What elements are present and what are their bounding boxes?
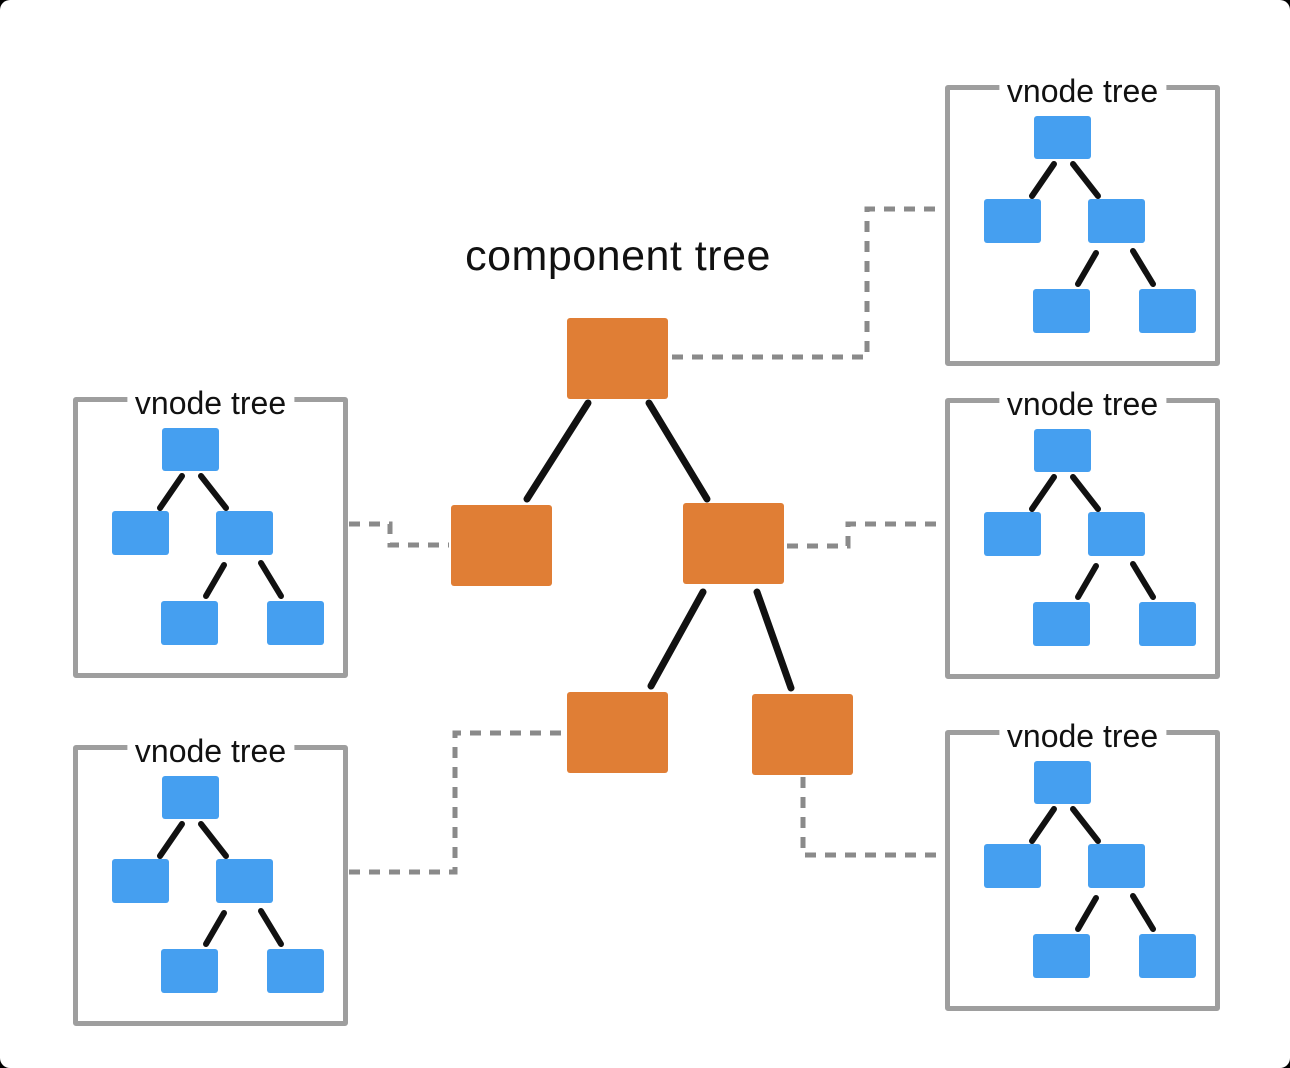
- component-node-grandchild-right: [752, 694, 853, 775]
- vnode-edge: [203, 562, 227, 599]
- component-node-right-child: [683, 503, 784, 584]
- vnode-panel-label: vnode tree: [126, 734, 295, 768]
- vnode-node-right: [1088, 512, 1145, 556]
- vnode-tree-graphic: [112, 428, 324, 645]
- component-tree-title: component tree: [465, 232, 771, 280]
- vnode-edge: [258, 560, 284, 599]
- vnode-node-grandchild-left: [161, 601, 218, 645]
- vnode-node-root: [162, 776, 219, 819]
- vnode-edge: [1075, 250, 1099, 287]
- vnode-tree-graphic: [984, 429, 1196, 646]
- vnode-node-left: [984, 512, 1041, 556]
- vnode-edge: [198, 821, 229, 859]
- vnode-node-left: [984, 199, 1041, 243]
- vnode-panel-bottom-right: vnode tree: [945, 719, 1220, 1011]
- connector-grandchild-right-to-bottomright-panel: [800, 777, 943, 858]
- vnode-node-grandchild-right: [1139, 602, 1196, 646]
- edge-rightchild-to-grandchild-left: [647, 588, 707, 690]
- vnode-node-left: [984, 844, 1041, 888]
- vnode-edge: [1029, 474, 1057, 512]
- vnode-tree-graphic: [984, 116, 1196, 333]
- vnode-edge: [1130, 248, 1156, 287]
- vnode-node-grandchild-right: [267, 601, 324, 645]
- vnode-panel-label: vnode tree: [126, 386, 295, 420]
- vnode-node-root: [1034, 429, 1091, 472]
- vnode-node-left: [112, 511, 169, 555]
- vnode-node-grandchild-right: [1139, 934, 1196, 978]
- vnode-edge: [198, 473, 229, 511]
- vnode-node-grandchild-left: [1033, 934, 1090, 978]
- vnode-edge: [1075, 895, 1099, 932]
- vnode-edge: [1070, 161, 1101, 199]
- vnode-node-grandchild-left: [1033, 602, 1090, 646]
- vnode-edge: [1029, 161, 1057, 199]
- edge-root-to-left-child: [523, 399, 592, 503]
- vnode-node-grandchild-left: [1033, 289, 1090, 333]
- vnode-node-root: [162, 428, 219, 471]
- vnode-node-right: [216, 511, 273, 555]
- connector-topleft-panel-to-leftchild: [349, 521, 449, 548]
- vnode-edge: [258, 908, 284, 947]
- vnode-node-right: [216, 859, 273, 903]
- vnode-panel-middle-right: vnode tree: [945, 387, 1220, 679]
- vnode-panel-label: vnode tree: [998, 74, 1167, 108]
- vnode-edge: [1130, 561, 1156, 600]
- vnode-node-root: [1034, 116, 1091, 159]
- vnode-node-root: [1034, 761, 1091, 804]
- vnode-panel-label: vnode tree: [998, 387, 1167, 421]
- component-node-root: [567, 318, 668, 399]
- vnode-node-grandchild-right: [1139, 289, 1196, 333]
- edge-rightchild-to-grandchild-right: [753, 588, 795, 692]
- component-node-grandchild-left: [567, 692, 668, 773]
- vnode-panel-bottom-left: vnode tree: [73, 734, 348, 1026]
- vnode-panel-top-right: vnode tree: [945, 74, 1220, 366]
- vnode-edge: [1075, 563, 1099, 600]
- component-node-left-child: [451, 505, 552, 586]
- connector-rightchild-to-middleright-panel: [787, 521, 943, 549]
- vnode-edge: [1070, 806, 1101, 844]
- edge-root-to-right-child: [645, 399, 711, 503]
- vnode-node-left: [112, 859, 169, 903]
- vnode-edge: [1070, 474, 1101, 512]
- vnode-tree-graphic: [112, 776, 324, 993]
- vnode-edge: [157, 473, 185, 511]
- vnode-panel-top-left: vnode tree: [73, 386, 348, 678]
- vnode-edge: [1130, 893, 1156, 932]
- vnode-edge: [157, 821, 185, 859]
- vnode-panel-label: vnode tree: [998, 719, 1167, 753]
- vnode-node-right: [1088, 199, 1145, 243]
- vnode-node-right: [1088, 844, 1145, 888]
- vnode-edge: [1029, 806, 1057, 844]
- vnode-node-grandchild-right: [267, 949, 324, 993]
- vnode-tree-graphic: [984, 761, 1196, 978]
- connector-bottomleft-panel-to-grandchild-left: [349, 730, 565, 875]
- vnode-edge: [203, 910, 227, 947]
- vnode-node-grandchild-left: [161, 949, 218, 993]
